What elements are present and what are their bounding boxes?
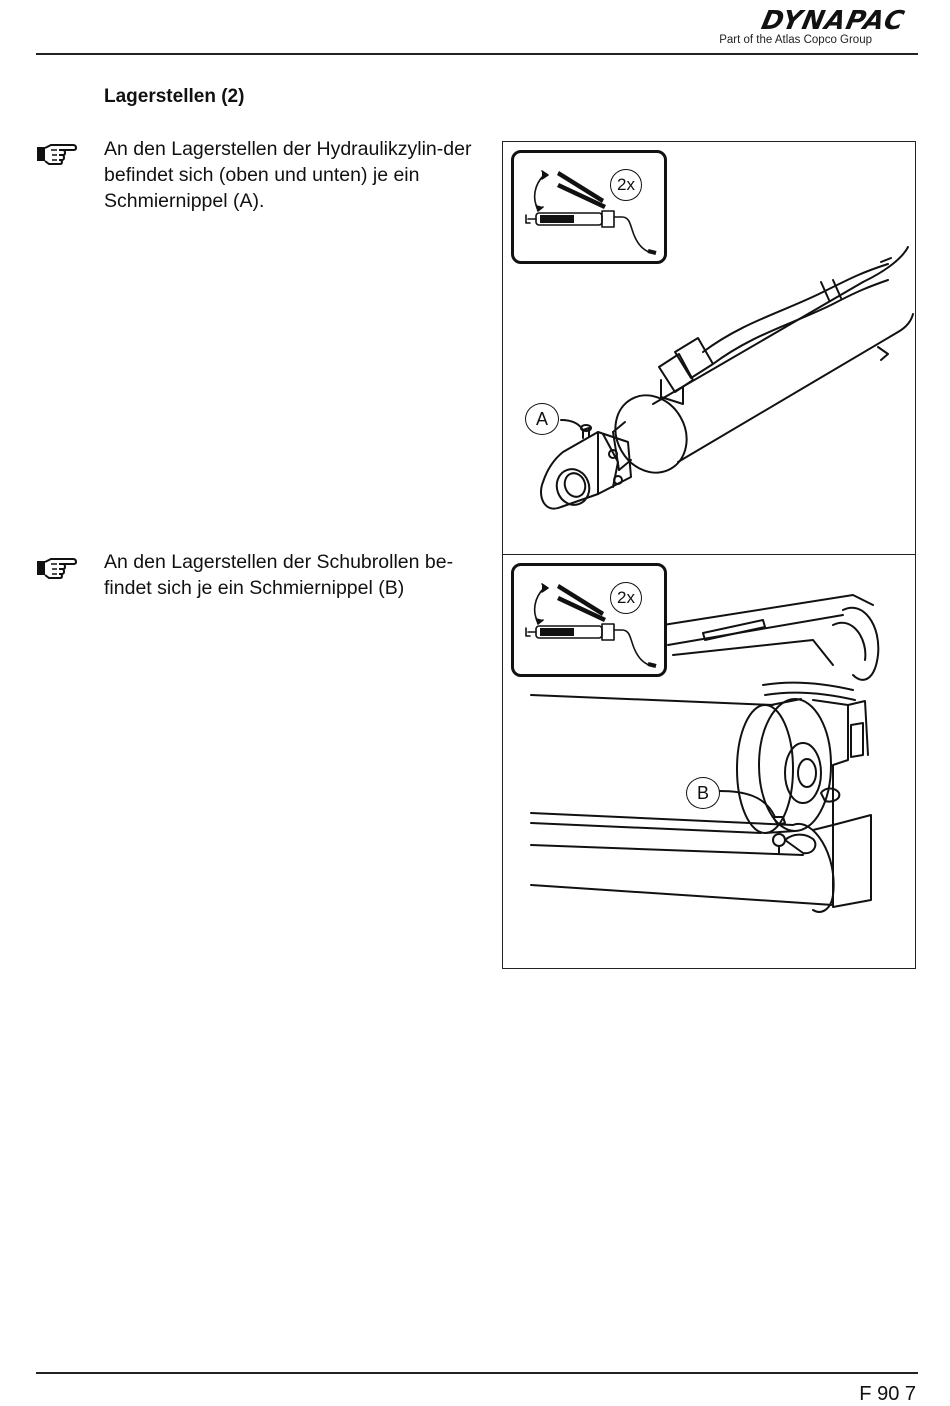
callout-label-a: A	[525, 403, 559, 435]
page-number: F 90 7	[859, 1383, 916, 1405]
figure-push-rollers: 2x B	[502, 554, 916, 969]
section-title: Lagerstellen (2)	[104, 86, 245, 107]
figure-hydraulic-cylinder: 2x A	[502, 141, 916, 555]
hydraulic-cylinder-drawing	[540, 246, 914, 510]
quantity-badge: 2x	[610, 169, 642, 201]
note-hydraulic-cylinder: An den Lagerstellen der Hydraulikzylin-d…	[104, 138, 472, 212]
header-rule	[36, 53, 918, 55]
callout-label-b: B	[686, 777, 720, 809]
note-push-rollers: An den Lagerstellen der Schubrollen be-f…	[104, 551, 454, 599]
grease-gun-icon	[525, 583, 657, 668]
dynapac-logo: DYNAPAC Part of the Atlas Copco Group	[680, 4, 920, 50]
brand-wordmark: DYNAPAC	[758, 6, 908, 36]
grease-gun-inset: 2x	[511, 563, 667, 677]
grease-gun-icon	[525, 170, 657, 255]
push-roller-drawing	[530, 594, 880, 913]
footer-rule	[36, 1372, 918, 1374]
brand-tagline: Part of the Atlas Copco Group	[719, 34, 872, 46]
grease-gun-inset: 2x	[511, 150, 667, 264]
pointing-hand-icon	[37, 558, 77, 579]
pointing-hand-icon	[37, 144, 77, 165]
quantity-badge: 2x	[610, 582, 642, 614]
